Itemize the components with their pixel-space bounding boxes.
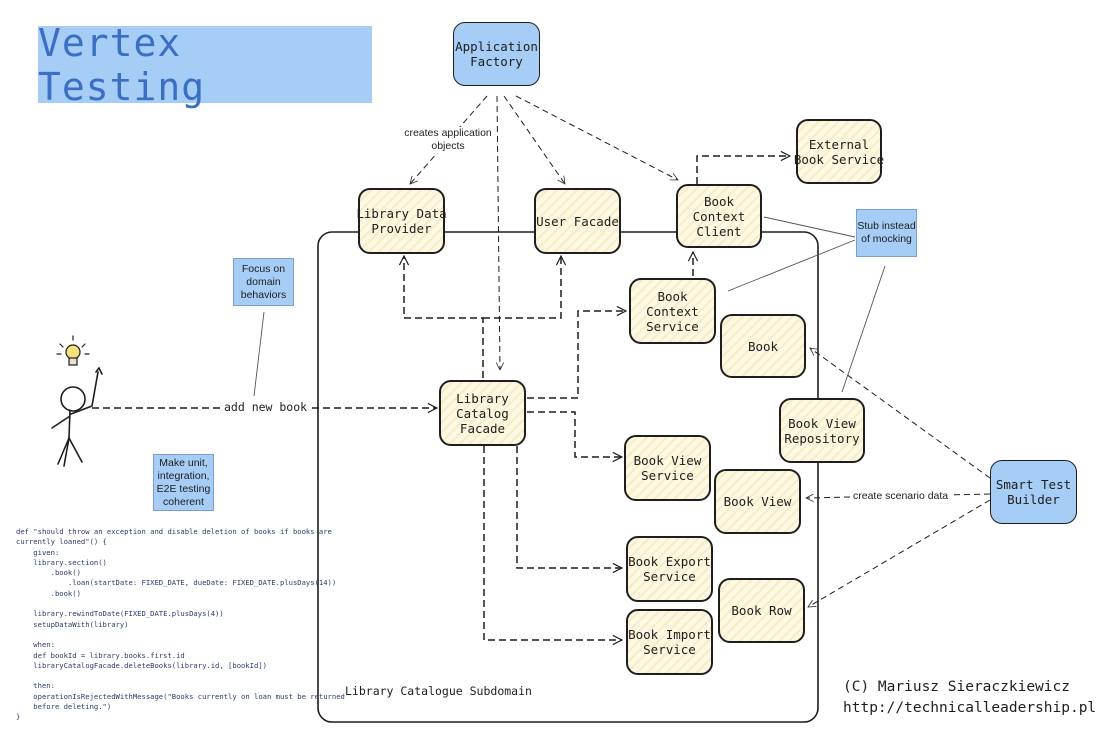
book-export-service-node: Book Export Service [626,536,713,602]
book-view-service-node: Book View Service [624,435,711,501]
person-figure [51,366,103,467]
book-view-repository-node: Book View Repository [779,398,865,463]
book-node: Book [720,314,806,378]
application-factory-node: Application Factory [453,22,540,86]
library-data-provider-node: Library Data Provider [356,188,447,254]
code-sample: def "should throw an exception and disab… [16,527,345,722]
title-banner: Vertex Testing [38,21,372,109]
book-import-service-node: Book Import Service [626,609,713,675]
book-row-node: Book Row [718,578,805,643]
external-book-service-node: External Book Service [794,119,884,184]
user-facade-node: User Facade [534,188,621,254]
subdomain-label: Library Catalogue Subdomain [345,684,532,698]
note-connectors [253,216,886,397]
page-title: Vertex Testing [38,20,206,109]
book-context-client-node: Book Context Client [676,184,762,248]
dependency-arrows [92,156,790,640]
copyright-url: http://technicalleadership.pl [843,700,1097,716]
factory-arrows [410,95,678,370]
copyright-block: (C) Mariusz Sieraczkiewicz http://techni… [843,677,1096,719]
copyright-author: (C) Mariusz Sieraczkiewicz [843,679,1070,695]
make-unit-note: Make unit, integration, E2E testing cohe… [153,454,214,511]
smart-test-builder-node: Smart Test Builder [990,460,1077,524]
add-new-book-label: add new book [222,400,310,414]
stub-instead-note: Stub instead of mocking [856,209,917,257]
library-catalog-facade-node: Library Catalog Facade [439,380,526,446]
book-context-service-node: Book Context Service [629,278,716,344]
book-view-node: Book View [714,469,801,534]
builder-arrows [806,348,991,607]
create-scenario-data-label: create scenario data [851,490,951,503]
light-bulb-icon [56,335,90,366]
creates-application-objects-label: creates application objects [402,127,494,153]
focus-domain-note: Focus on domain behaviors [233,258,294,306]
